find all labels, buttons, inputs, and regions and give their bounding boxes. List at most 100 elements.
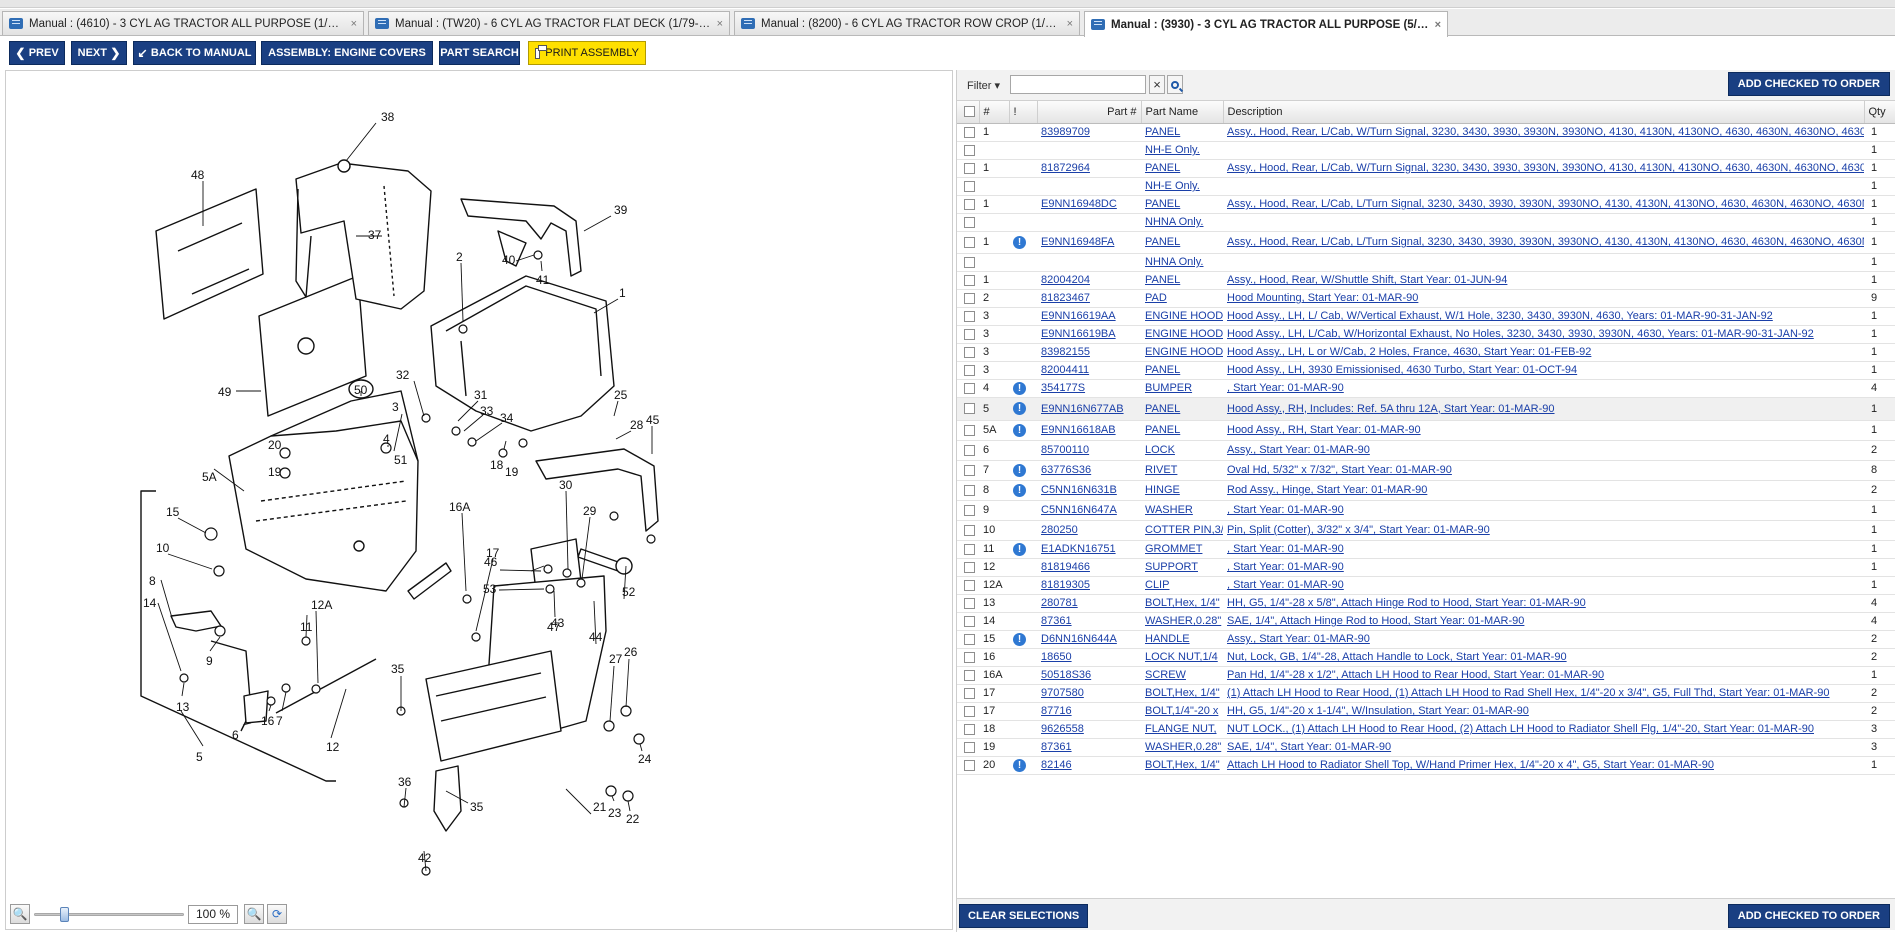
print-assembly-button[interactable]: PRINT ASSEMBLY: [528, 41, 646, 65]
part-number-link[interactable]: 83982155: [1041, 346, 1090, 358]
table-row[interactable]: NHNA Only.1: [957, 213, 1895, 232]
part-name-link[interactable]: NH-E Only.: [1145, 180, 1200, 192]
description-link[interactable]: Assy., Hood, Rear, L/Cab, W/Turn Signal,…: [1227, 162, 1864, 174]
tab-manual-tw20[interactable]: Manual : (TW20) - 6 CYL AG TRACTOR FLAT …: [368, 11, 730, 35]
row-checkbox[interactable]: [964, 292, 975, 304]
row-checkbox[interactable]: [964, 382, 975, 394]
description-link[interactable]: , Start Year: 01-MAR-90: [1227, 543, 1344, 555]
row-checkbox-cell[interactable]: [957, 440, 979, 461]
part-name-link[interactable]: BOLT,Hex, 1/4": [1145, 759, 1220, 771]
part-name-link[interactable]: PANEL: [1145, 198, 1181, 210]
description-link[interactable]: Rod Assy., Hinge, Start Year: 01-MAR-90: [1227, 484, 1428, 496]
part-number-link[interactable]: 82004204: [1041, 274, 1090, 286]
row-checkbox-cell[interactable]: [957, 594, 979, 613]
tab-manual-3930[interactable]: Manual : (3930) - 3 CYL AG TRACTOR ALL P…: [1084, 11, 1448, 37]
row-checkbox[interactable]: [964, 424, 975, 436]
row-checkbox[interactable]: [964, 561, 975, 573]
description-link[interactable]: Assy., Hood, Rear, L/Cab, L/Turn Signal,…: [1227, 236, 1864, 248]
part-number-link[interactable]: 9707580: [1041, 687, 1084, 699]
part-number-link[interactable]: E1ADKN16751: [1041, 543, 1116, 555]
zoom-in-button[interactable]: 🔍: [244, 904, 264, 924]
select-all-checkbox[interactable]: [957, 101, 980, 124]
row-checkbox[interactable]: [964, 759, 975, 771]
row-checkbox[interactable]: [964, 651, 975, 663]
part-number-link[interactable]: 87361: [1041, 615, 1072, 627]
col-flag-header[interactable]: !: [1009, 101, 1038, 124]
row-checkbox-cell[interactable]: [957, 420, 979, 441]
description-link[interactable]: Assy., Start Year: 01-MAR-90: [1227, 633, 1370, 645]
part-number-link[interactable]: E9NN16619BA: [1041, 328, 1116, 340]
info-icon[interactable]: !: [1013, 235, 1026, 249]
row-checkbox[interactable]: [964, 444, 975, 456]
row-checkbox-cell[interactable]: [957, 756, 979, 775]
row-checkbox[interactable]: [964, 346, 975, 358]
checkbox[interactable]: [964, 106, 975, 118]
col-qty-header[interactable]: Qty: [1864, 101, 1895, 124]
row-checkbox[interactable]: [964, 464, 975, 476]
part-name-link[interactable]: CLIP: [1145, 579, 1170, 591]
row-checkbox-cell[interactable]: [957, 379, 979, 398]
row-checkbox[interactable]: [964, 687, 975, 699]
part-name-link[interactable]: WASHER,0.28": [1145, 615, 1222, 627]
row-checkbox-cell[interactable]: [957, 684, 979, 703]
zoom-out-button[interactable]: 🔍: [10, 904, 30, 924]
tab-manual-4610[interactable]: Manual : (4610) - 3 CYL AG TRACTOR ALL P…: [2, 11, 364, 35]
add-checked-to-order-button-bottom[interactable]: ADD CHECKED TO ORDER: [1727, 904, 1890, 928]
part-name-link[interactable]: LOCK: [1145, 444, 1175, 456]
col-name-header[interactable]: Part Name: [1141, 101, 1224, 124]
close-icon[interactable]: ×: [350, 17, 357, 30]
reset-zoom-button[interactable]: ⟳: [267, 904, 287, 924]
part-name-link[interactable]: WASHER,0.28": [1145, 741, 1222, 753]
row-checkbox[interactable]: [964, 504, 975, 516]
row-checkbox-cell[interactable]: [957, 630, 979, 649]
description-link[interactable]: , Start Year: 01-MAR-90: [1227, 504, 1344, 516]
part-number-link[interactable]: E9NN16948DC: [1041, 198, 1117, 210]
info-icon[interactable]: !: [1013, 483, 1026, 497]
part-name-link[interactable]: PANEL: [1145, 126, 1181, 138]
row-checkbox-cell[interactable]: [957, 307, 979, 326]
col-desc-header[interactable]: Description: [1223, 101, 1865, 124]
description-link[interactable]: , Start Year: 01-MAR-90: [1227, 579, 1344, 591]
clear-filter-icon[interactable]: ×: [1149, 75, 1165, 94]
zoom-slider-handle[interactable]: [60, 907, 69, 922]
description-link[interactable]: , Start Year: 01-MAR-90: [1227, 382, 1344, 394]
zoom-slider[interactable]: [34, 904, 184, 924]
close-icon[interactable]: ×: [716, 17, 723, 30]
part-number-link[interactable]: D6NN16N644A: [1041, 633, 1117, 645]
part-name-link[interactable]: HINGE: [1145, 484, 1180, 496]
part-number-link[interactable]: 87361: [1041, 741, 1072, 753]
part-number-link[interactable]: 85700110: [1041, 444, 1090, 456]
description-link[interactable]: Attach LH Hood to Radiator Shell Top, W/…: [1227, 759, 1714, 771]
clear-selections-button[interactable]: CLEAR SELECTIONS: [959, 904, 1089, 928]
part-number-link[interactable]: 83989709: [1041, 126, 1090, 138]
part-name-link[interactable]: BOLT,1/4"-20 x: [1145, 705, 1219, 717]
part-number-link[interactable]: C5NN16N647A: [1041, 504, 1117, 516]
part-search-button[interactable]: PART SEARCH: [439, 41, 520, 65]
row-checkbox-cell[interactable]: [957, 289, 979, 308]
part-number-link[interactable]: 81823467: [1041, 292, 1090, 304]
row-checkbox-cell[interactable]: [957, 177, 979, 196]
info-icon[interactable]: !: [1013, 758, 1026, 772]
row-checkbox[interactable]: [964, 162, 975, 174]
part-name-link[interactable]: HANDLE: [1145, 633, 1190, 645]
row-checkbox[interactable]: [964, 126, 975, 138]
row-checkbox-cell[interactable]: [957, 343, 979, 362]
row-checkbox[interactable]: [964, 723, 975, 735]
row-checkbox-cell[interactable]: [957, 702, 979, 721]
part-number-link[interactable]: E9NN16618AB: [1041, 424, 1116, 436]
info-icon[interactable]: !: [1013, 423, 1026, 437]
description-link[interactable]: Assy., Hood, Rear, L/Cab, W/Turn Signal,…: [1227, 126, 1864, 138]
